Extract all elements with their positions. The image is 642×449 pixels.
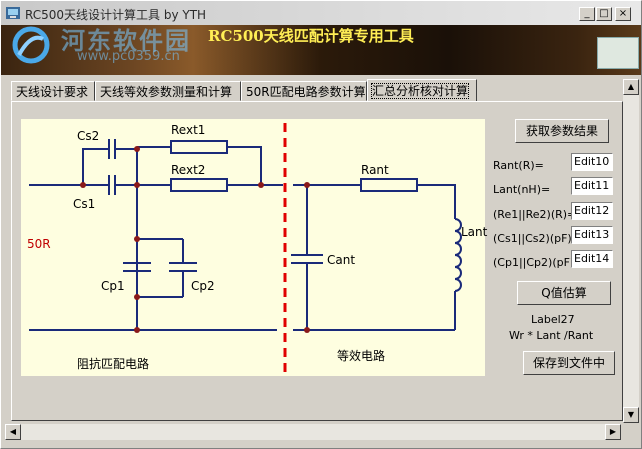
rant-field[interactable]: Edit10	[571, 153, 613, 171]
fetch-results-button[interactable]: 获取参数结果	[515, 119, 609, 143]
q-result-label: Label27	[531, 313, 575, 326]
window-title: RC500天线设计计算工具 by YTH	[25, 8, 207, 22]
tab-equivalent-params[interactable]: 天线等效参数测量和计算	[95, 81, 241, 101]
tab-summary-analysis[interactable]: 汇总分析核对计算	[367, 79, 477, 101]
q-estimate-button[interactable]: Q值估算	[517, 281, 611, 305]
field-label-lant: Lant(nH)=	[493, 183, 551, 196]
scroll-right-arrow-icon[interactable]: ▶	[605, 424, 621, 440]
caption-matching-circuit: 阻抗匹配电路	[77, 357, 150, 371]
caption-equivalent-circuit: 等效电路	[337, 349, 386, 363]
q-formula: Wr * Lant /Rant	[509, 329, 594, 342]
label-cp2: Cp2	[191, 279, 215, 293]
tab-design-requirements[interactable]: 天线设计要求	[11, 81, 95, 101]
scroll-left-arrow-icon[interactable]: ◀	[5, 424, 21, 440]
minimize-button[interactable]: _	[579, 7, 595, 21]
field-label-rext: (Re1||Re2)(R)=	[493, 208, 577, 221]
banner-slogan: RC500天线匹配计算专用工具	[208, 27, 414, 45]
circuit-diagram: Cs2 Cs1 Rext1 Rext2 50R Cp1 Cp2 Rant Can…	[21, 119, 488, 376]
watermark-url: www.pc0359.cn	[77, 49, 180, 64]
label-cs2: Cs2	[77, 129, 100, 143]
cs-parallel-field[interactable]: Edit13	[571, 226, 613, 244]
app-icon	[6, 7, 20, 19]
label-lant: Lant	[461, 225, 488, 239]
banner-thumbnail	[597, 37, 639, 69]
horizontal-scrollbar[interactable]: ◀ ▶	[5, 424, 621, 440]
label-rext1: Rext1	[171, 123, 206, 137]
label-cant: Cant	[327, 253, 356, 267]
save-to-file-button[interactable]: 保存到文件中	[523, 351, 615, 375]
maximize-button[interactable]: □	[596, 7, 612, 21]
lant-field[interactable]: Edit11	[571, 177, 613, 195]
field-label-cs: (Cs1||Cs2)(pF)=	[493, 232, 581, 245]
field-label-cp: (Cp1||Cp2)(pF)=	[493, 256, 584, 269]
title-bar[interactable]: RC500天线设计计算工具 by YTH _ □ ×	[1, 1, 641, 25]
scroll-down-arrow-icon[interactable]: ▼	[623, 407, 639, 423]
circuit-schematic	[29, 123, 462, 376]
label-rext2: Rext2	[171, 163, 206, 177]
resize-grip[interactable]	[623, 424, 639, 440]
watermark-title: 河东软件园	[61, 27, 191, 55]
rext-parallel-field[interactable]: Edit12	[571, 202, 613, 220]
tab-50r-matching[interactable]: 50R匹配电路参数计算	[241, 81, 367, 101]
field-label-rant: Rant(R)=	[493, 159, 544, 172]
logo-icon	[12, 26, 50, 64]
label-cs1: Cs1	[73, 197, 96, 211]
label-50r: 50R	[27, 237, 51, 251]
scroll-up-arrow-icon[interactable]: ▲	[623, 79, 639, 95]
header-banner: 河东软件园 www.pc0359.cn RC500天线匹配计算专用工具	[1, 25, 641, 75]
vertical-scrollbar[interactable]: ▲ ▼	[623, 79, 639, 423]
cp-parallel-field[interactable]: Edit14	[571, 250, 613, 268]
label-rant: Rant	[361, 163, 389, 177]
close-button[interactable]: ×	[615, 7, 631, 21]
label-cp1: Cp1	[101, 279, 125, 293]
